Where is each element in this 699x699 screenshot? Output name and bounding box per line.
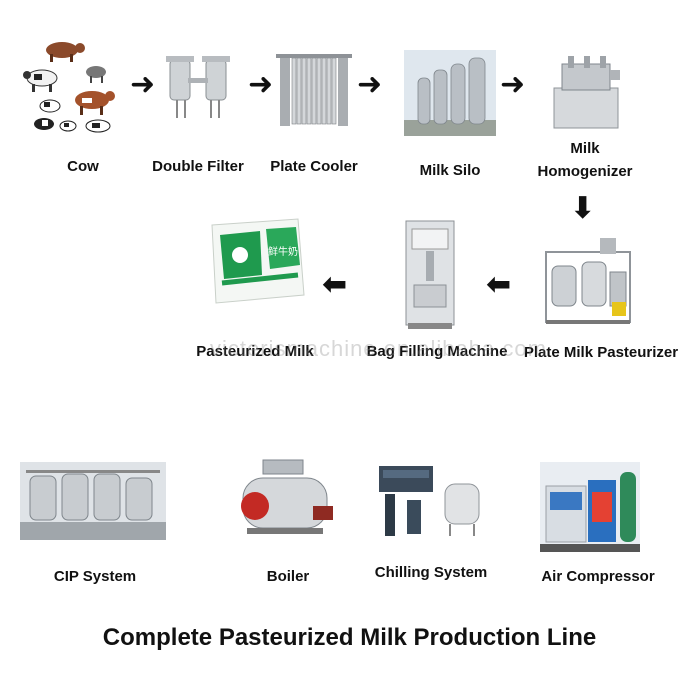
pasteurizer-label: Plate Milk Pasteurizer — [523, 344, 679, 361]
double-filter-image — [166, 56, 230, 118]
bag-filling-node: Bag Filling Machine — [362, 215, 512, 365]
cip-label: CIP System — [53, 568, 137, 585]
milk-silo-label: Milk Silo — [419, 162, 481, 179]
boiler-node: Boiler — [228, 456, 348, 591]
chilling-image — [379, 466, 480, 536]
arrow-right-icon: ➜ — [357, 67, 383, 102]
arrow-right-icon: ➜ — [248, 67, 274, 102]
pasteurized-milk-node: 鲜牛奶 Pasteurized Milk — [190, 215, 314, 365]
double-filter-node: Double Filter — [148, 50, 248, 180]
homogenizer-label-1: Milk — [570, 140, 600, 157]
chilling-label: Chilling System — [374, 564, 488, 581]
arrow-down-icon: ⬇ — [570, 191, 596, 226]
plate-cooler-label: Plate Cooler — [270, 158, 358, 175]
air-compressor-image — [540, 462, 640, 552]
cip-image — [20, 462, 166, 540]
cow-node: Cow — [22, 40, 122, 180]
pasteurizer-node: Plate Milk Pasteurizer — [520, 232, 690, 367]
arrow-left-icon: ⬅ — [322, 267, 348, 302]
plate-cooler-image — [276, 54, 352, 126]
pasteurized-milk-image: 鲜牛奶 — [211, 218, 305, 304]
milk-silo-node: Milk Silo — [404, 50, 500, 182]
cow-label: Cow — [67, 158, 99, 175]
arrow-left-icon: ⬅ — [486, 267, 512, 302]
bag-filling-image — [405, 220, 455, 329]
homogenizer-label-2: Homogenizer — [537, 163, 633, 180]
pasteurized-milk-label: Pasteurized Milk — [196, 343, 314, 360]
cow-icon — [23, 42, 115, 133]
arrow-right-icon: ➜ — [130, 67, 156, 102]
homogenizer-node: Milk Homogenizer — [530, 50, 640, 185]
page-title: Complete Pasteurized Milk Production Lin… — [102, 624, 597, 651]
arrow-right-icon: ➜ — [500, 67, 526, 102]
watermark: victerismachine.en.alibaba.com — [210, 336, 547, 361]
cow-image — [23, 42, 115, 133]
air-compressor-label: Air Compressor — [541, 568, 655, 585]
boiler-image — [241, 459, 333, 534]
cip-node: CIP System — [20, 462, 170, 592]
bag-filling-label: Bag Filling Machine — [366, 343, 508, 360]
boiler-label: Boiler — [266, 568, 310, 585]
plate-cooler-node: Plate Cooler — [264, 50, 364, 180]
air-compressor-node: Air Compressor — [528, 462, 668, 592]
homogenizer-image — [553, 56, 620, 129]
double-filter-label: Double Filter — [152, 158, 244, 175]
svg-text:鲜牛奶: 鲜牛奶 — [268, 245, 298, 258]
chilling-node: Chilling System — [366, 460, 496, 590]
milk-silo-image — [404, 50, 496, 136]
pasteurizer-image — [545, 238, 631, 324]
